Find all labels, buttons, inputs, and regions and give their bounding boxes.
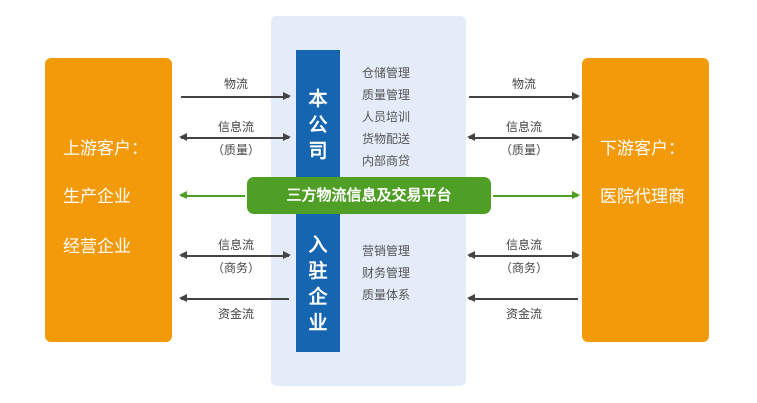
company-function: 质量管理	[362, 88, 411, 102]
tenant-char: 驻	[308, 260, 328, 282]
arrow-both	[467, 252, 580, 258]
tenant-function: 营销管理	[362, 244, 411, 258]
company-char: 公	[308, 114, 328, 136]
arrow-both	[467, 134, 580, 140]
flow-label: 信息流	[505, 238, 542, 252]
arrow-left	[179, 295, 289, 301]
company-char: 本	[308, 88, 328, 110]
tenant-char: 入	[308, 234, 328, 256]
flow-label: （商务）	[499, 261, 548, 275]
flow-label: （商务）	[211, 261, 260, 275]
arrow-both	[179, 134, 291, 140]
company-function: 仓储管理	[362, 66, 411, 80]
arrow-right	[469, 93, 580, 99]
flow-label: （质量）	[211, 143, 260, 157]
company-function: 货物配送	[362, 132, 411, 146]
downstream-customers-box: 下游客户： 医院代理商	[582, 58, 709, 342]
downstream-item: 医院代理商	[600, 187, 685, 207]
arrow-right-green	[493, 192, 580, 198]
company-function: 人员培训	[362, 110, 411, 124]
flow-label: 信息流	[217, 120, 254, 134]
tenant-function: 质量体系	[362, 288, 411, 302]
company-function: 内部商贷	[362, 154, 411, 168]
flow-label: 资金流	[217, 307, 254, 321]
flow-label: 物流	[223, 77, 248, 91]
arrow-left	[467, 295, 578, 301]
arrow-right	[181, 93, 291, 99]
flow-label: 信息流	[217, 238, 254, 252]
tenant-function: 财务管理	[362, 266, 411, 280]
flow-label: 物流	[511, 77, 536, 91]
arrow-both	[179, 252, 291, 258]
flow-label: 信息流	[505, 120, 542, 134]
tenant-bar: 入 驻 企 业	[296, 214, 340, 352]
upstream-title: 上游客户：	[63, 139, 148, 159]
flow-label: （质量）	[499, 143, 548, 157]
upstream-customers-box: 上游客户： 生产企业 经营企业	[45, 58, 172, 342]
company-bar: 本 公 司	[296, 50, 340, 180]
flow-label: 资金流	[505, 307, 542, 321]
company-char: 司	[308, 140, 328, 162]
arrow-left-green	[179, 192, 245, 198]
platform-label: 三方物流信息及交易平台	[247, 177, 491, 214]
tenant-char: 企	[308, 286, 328, 308]
upstream-item: 生产企业	[63, 187, 131, 207]
tenant-char: 业	[308, 312, 328, 334]
downstream-title: 下游客户：	[600, 139, 685, 159]
upstream-item: 经营企业	[63, 237, 131, 257]
